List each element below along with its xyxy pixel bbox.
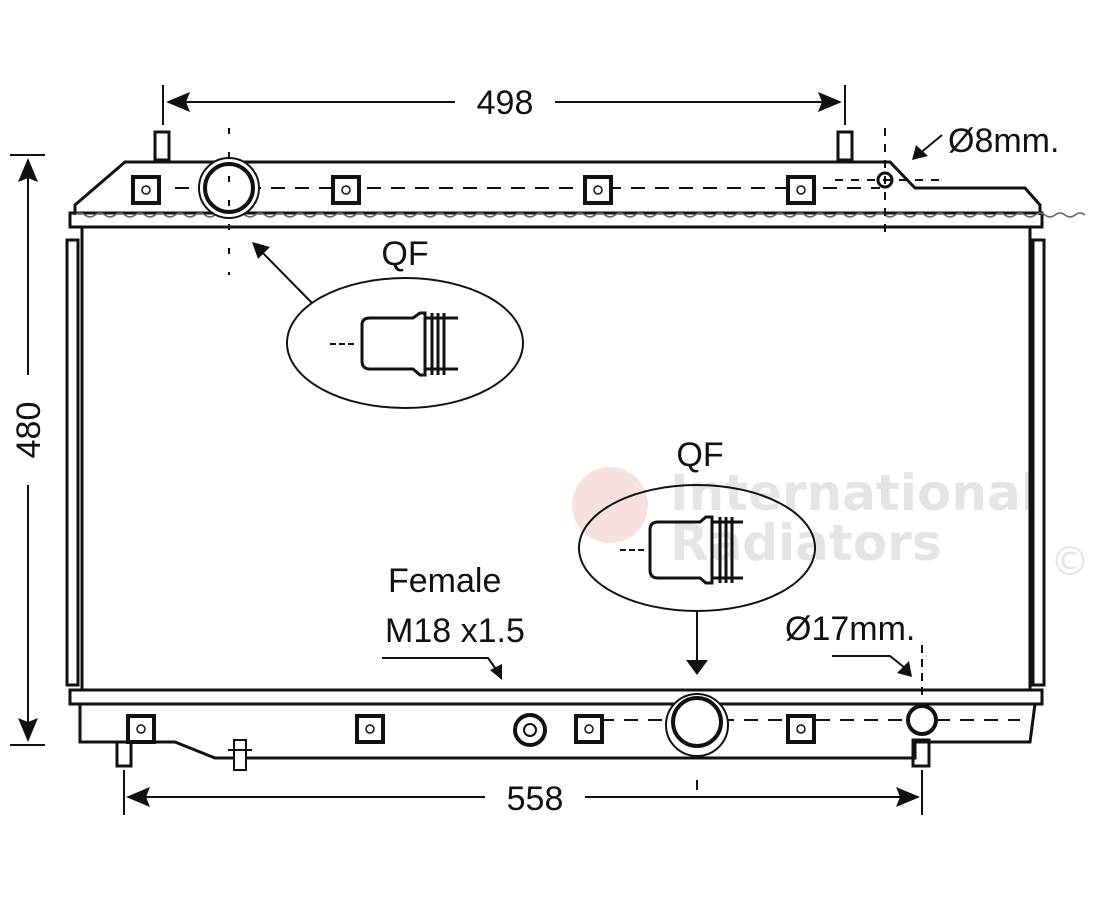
connector-bottom-label: QF (676, 436, 723, 474)
bleed-valve-icon (228, 739, 252, 771)
drain-thread-size: M18 x1.5 (385, 612, 525, 650)
dimension-top: 498 (162, 84, 846, 125)
watermark-line1: International (670, 464, 1038, 522)
outlet-neck-icon (665, 693, 729, 757)
bottom-tank (68, 645, 1044, 771)
radiator-core (65, 227, 1046, 690)
top-tank (68, 128, 1086, 275)
hole-17mm-icon (906, 645, 938, 736)
connector-top: QF (252, 235, 524, 409)
connector-top-label: QF (381, 235, 428, 273)
connector-bottom: QF (578, 436, 816, 675)
drain-plug-annotation: Female M18 x1.5 (382, 562, 525, 680)
dimension-bottom: 558 (123, 770, 923, 818)
quick-fit-connector-icon (620, 515, 743, 585)
hole-8mm-icon (835, 128, 945, 235)
top-hole-diameter-label: Ø8mm. (948, 122, 1059, 160)
dimension-height-label: 480 (10, 402, 48, 459)
drain-plug-icon (513, 713, 547, 747)
dimension-height: 480 (10, 154, 48, 746)
drain-thread-type: Female (388, 562, 501, 600)
quick-fit-connector-icon (330, 311, 458, 377)
dimension-width-top: 498 (477, 84, 534, 122)
bottom-hole-diameter-label: Ø17mm. (785, 610, 915, 648)
dimension-width-bottom: 558 (507, 780, 564, 818)
watermark: International Radiators © (572, 464, 1090, 585)
watermark-copyright: © (1050, 539, 1090, 585)
filler-neck-icon (198, 128, 260, 275)
